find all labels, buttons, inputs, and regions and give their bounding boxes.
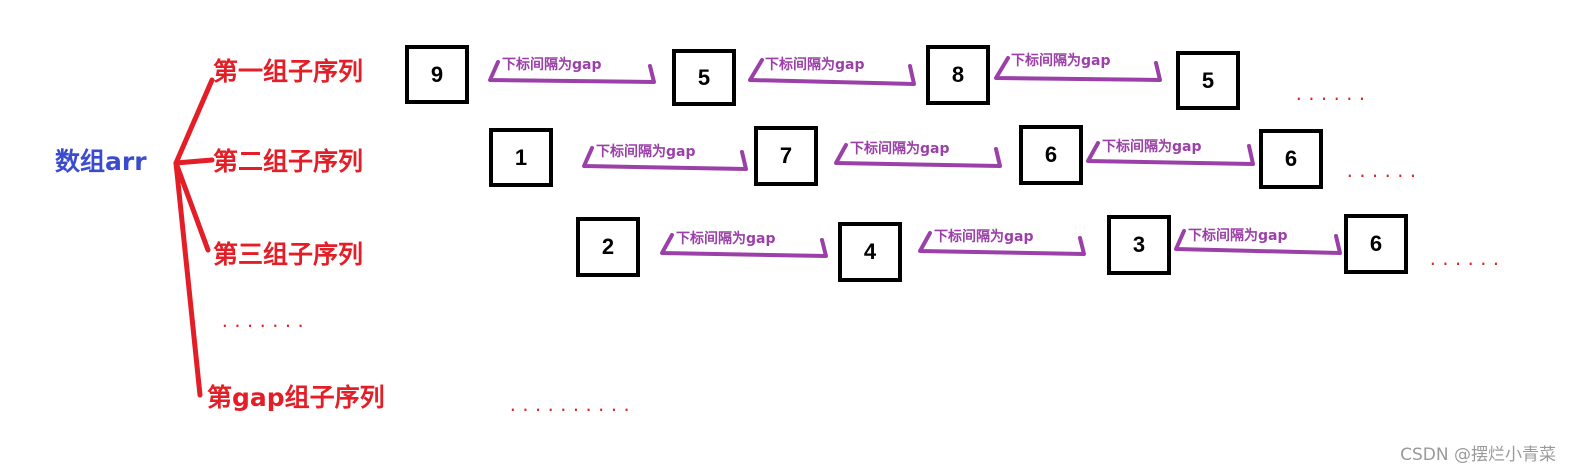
arrow-label: 下标间隔为gap <box>850 141 950 157</box>
arrow-g3-2 <box>918 231 1086 256</box>
value-box: 6 <box>1019 125 1083 185</box>
branch-line-1 <box>173 77 215 166</box>
arrow-g3-1 <box>660 233 828 258</box>
arrow-label: 下标间隔为gap <box>502 57 602 73</box>
root-label-array: 数组arr <box>55 147 147 176</box>
arrow-label: 下标间隔为gap <box>1188 228 1288 244</box>
arrow-label: 下标间隔为gap <box>765 57 865 73</box>
value-box: 4 <box>838 222 902 282</box>
branch-line-3 <box>173 160 211 253</box>
value-box: 6 <box>1259 129 1323 189</box>
arrow-g1-1 <box>488 60 656 84</box>
value-box: 2 <box>576 217 640 277</box>
group-label-2: 第二组子序列 <box>213 147 364 176</box>
row-ellipsis-1: ...... <box>1294 85 1370 104</box>
arrow-g2-1 <box>582 146 748 171</box>
branch-line-2 <box>173 157 215 166</box>
arrows <box>488 56 1342 258</box>
group-label-gap: 第gap组子序列 <box>207 383 385 412</box>
branch-lines <box>173 77 215 398</box>
row-ellipsis-2: ...... <box>1345 162 1421 181</box>
row-ellipsis-3: ...... <box>1428 250 1504 269</box>
arrow-label: 下标间隔为gap <box>1011 53 1111 69</box>
value-box: 9 <box>405 45 469 104</box>
group-label-1: 第一组子序列 <box>213 57 364 86</box>
group-label-3: 第三组子序列 <box>213 240 364 269</box>
last-group-ellipsis: .......... <box>508 396 635 415</box>
arrow-g1-2 <box>748 58 916 86</box>
arrow-label: 下标间隔为gap <box>676 231 776 247</box>
value-box: 5 <box>1176 51 1240 110</box>
branch-line-gap <box>173 160 203 398</box>
value-box: 3 <box>1107 215 1171 275</box>
value-box: 8 <box>926 45 990 105</box>
arrow-g1-3 <box>994 56 1162 82</box>
arrow-label: 下标间隔为gap <box>1102 139 1202 155</box>
value-box: 6 <box>1344 214 1408 274</box>
arrow-g2-2 <box>834 143 1002 168</box>
middle-ellipsis: ....... <box>220 312 309 331</box>
arrow-g2-3 <box>1086 141 1255 166</box>
arrow-g3-3 <box>1174 229 1342 255</box>
arrow-label: 下标间隔为gap <box>596 144 696 160</box>
arrow-label: 下标间隔为gap <box>934 229 1034 245</box>
watermark: CSDN @摆烂小青菜 <box>1400 445 1556 465</box>
value-box: 1 <box>489 128 553 187</box>
value-box: 5 <box>672 49 736 106</box>
value-box: 7 <box>754 126 818 186</box>
